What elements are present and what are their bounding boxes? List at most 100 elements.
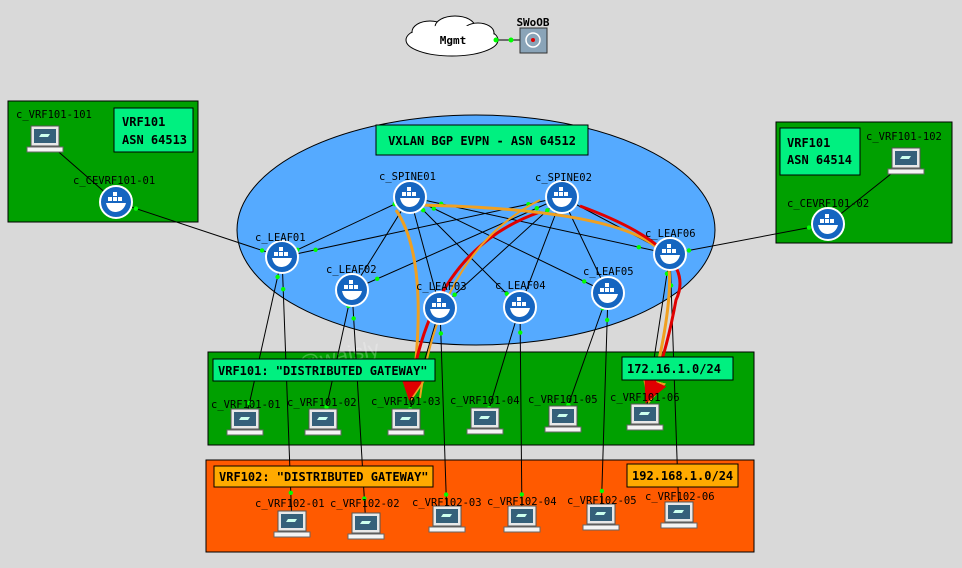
leaf01-node[interactable]: c_LEAF01	[255, 232, 306, 274]
link-spine01-leaf04	[409, 196, 521, 308]
mgmt-label: Mgmt	[440, 34, 467, 47]
link-leaf-vrf102-4	[519, 306, 523, 521]
mgmt-cloud[interactable]: Mgmt	[405, 15, 499, 57]
leaf04-label: c_LEAF04	[495, 280, 546, 292]
leaf03-node[interactable]: c_LEAF03	[416, 281, 467, 325]
host-vrf102-5[interactable]: c_VRF102-05	[567, 495, 637, 531]
computer-icon	[660, 501, 698, 529]
ce-router-02-label: c_CEVRF101-02	[787, 198, 869, 210]
leaf03-label: c_LEAF03	[416, 281, 467, 293]
link-leaf06-cer2	[669, 223, 829, 255]
right-site-asn: ASN 64514	[787, 153, 852, 167]
host-vrf101-5-label: c_VRF101-05	[528, 394, 598, 406]
docker-icon	[811, 207, 845, 241]
link-spine02-leaf05	[561, 196, 609, 294]
ce-router-01-label: c_CEVRF101-01	[73, 175, 155, 187]
left-site-vrf: VRF101	[122, 115, 165, 129]
right-site-label-box	[779, 127, 861, 176]
host-vrf102-5-label: c_VRF102-05	[567, 495, 637, 507]
host-vrf101-4-label: c_VRF101-04	[450, 395, 520, 407]
vrf101-title: VRF101: "DISTRIBUTED GATEWAY"	[218, 364, 428, 378]
link-leaf-vrf102-5	[600, 292, 609, 519]
link-spine01-leaf01	[281, 196, 411, 258]
spine01-label: c_SPINE01	[379, 171, 436, 183]
left-site-asn: ASN 64513	[122, 133, 187, 147]
host-vrf101-3[interactable]: c_VRF101-03	[371, 396, 441, 436]
link-spine02-leaf01	[281, 196, 563, 258]
host-vrf101-102-label: c_VRF101-102	[866, 131, 942, 143]
vrf102-subnet: 192.168.1.0/24	[632, 469, 733, 483]
host-vrf102-2[interactable]: c_VRF102-02	[330, 498, 400, 540]
link-leaf-vrf101-5	[562, 292, 609, 421]
host-vrf102-6[interactable]: c_VRF102-06	[645, 491, 715, 529]
host-vrf102-4[interactable]: c_VRF102-04	[487, 496, 557, 533]
host-vrf101-6[interactable]: c_VRF101-06	[610, 392, 680, 431]
host-vrf102-1[interactable]: c_VRF102-01	[255, 498, 325, 538]
computer-icon	[273, 510, 311, 538]
link-spine01-leaf03	[409, 196, 441, 309]
vrf101-title-box	[212, 358, 436, 382]
host-vrf101-101-label: c_VRF101-101	[16, 109, 92, 121]
ce-router-01-node[interactable]: c_CEVRF101-01	[73, 175, 155, 219]
host-vrf102-4-label: c_VRF102-04	[487, 496, 557, 508]
computer-icon	[304, 408, 342, 436]
computer-icon	[347, 512, 385, 540]
leaf05-node[interactable]: c_LEAF05	[583, 266, 634, 310]
host-vrf101-3-label: c_VRF101-03	[371, 396, 441, 408]
host-vrf102-2-label: c_VRF102-02	[330, 498, 400, 510]
computer-icon	[544, 405, 582, 433]
right-site-vrf: VRF101	[787, 136, 830, 150]
host-vrf102-3[interactable]: c_VRF102-03	[412, 497, 482, 533]
docker-icon	[653, 237, 687, 271]
computer-icon	[582, 503, 620, 531]
host-vrf101-1[interactable]: c_VRF101-01	[211, 399, 281, 436]
leaf02-label: c_LEAF02	[326, 264, 377, 276]
host-vrf101-101[interactable]: c_VRF101-101	[16, 109, 92, 153]
host-vrf102-1-label: c_VRF102-01	[255, 498, 325, 510]
host-vrf101-2-label: c_VRF101-02	[287, 397, 357, 409]
fabric-title: VXLAN BGP EVPN - ASN 64512	[388, 134, 576, 148]
leaf06-label: c_LEAF06	[645, 228, 696, 240]
docker-icon	[99, 185, 133, 219]
vrf101-subnet: 172.16.1.0/24	[627, 362, 721, 376]
host-vrf101-6-label: c_VRF101-06	[610, 392, 680, 404]
link-cer1-leaf01	[115, 201, 283, 258]
leaf02-node[interactable]: c_LEAF02	[326, 264, 377, 307]
computer-icon	[887, 147, 925, 175]
swoob-switch[interactable]: SWoOB	[516, 16, 550, 54]
leaf04-node[interactable]: c_LEAF04	[495, 280, 546, 324]
docker-icon	[591, 276, 625, 310]
link-spine01-leaf02	[351, 196, 411, 291]
computer-icon	[503, 505, 541, 533]
link-leaf-vrf101-1	[244, 256, 283, 424]
host-vrf101-5[interactable]: c_VRF101-05	[528, 394, 598, 433]
host-vrf101-1-label: c_VRF101-01	[211, 399, 281, 411]
host-vrf101-102[interactable]: c_VRF101-102	[866, 131, 942, 175]
left-site-label-box	[113, 107, 194, 153]
docker-icon	[393, 180, 427, 214]
ce-router-02-node[interactable]: c_CEVRF101-02	[787, 198, 869, 241]
computer-icon	[626, 403, 664, 431]
link-leaf-vrf102-3	[439, 307, 448, 521]
spine02-label: c_SPINE02	[535, 172, 592, 184]
spine01-node[interactable]: c_SPINE01	[379, 171, 436, 214]
link-leaf-vrf101-2	[322, 289, 353, 424]
host-vrf101-2[interactable]: c_VRF101-02	[287, 397, 357, 436]
spine02-node[interactable]: c_SPINE02	[535, 172, 592, 214]
docker-icon	[545, 180, 579, 214]
host-vrf102-3-label: c_VRF102-03	[412, 497, 482, 509]
host-vrf101-4[interactable]: c_VRF101-04	[450, 395, 520, 435]
computer-icon	[26, 125, 64, 153]
cloud-icon	[405, 15, 499, 57]
computer-icon	[226, 408, 264, 436]
docker-icon	[423, 291, 457, 325]
leaf01-label: c_LEAF01	[255, 232, 306, 244]
computer-icon	[466, 407, 504, 435]
docker-icon	[335, 273, 369, 307]
fabric-title-box	[375, 124, 589, 156]
docker-icon	[265, 240, 299, 274]
vrf102-subnet-box	[626, 463, 739, 488]
computer-icon	[387, 408, 425, 436]
leaf06-node[interactable]: c_LEAF06	[645, 228, 696, 271]
